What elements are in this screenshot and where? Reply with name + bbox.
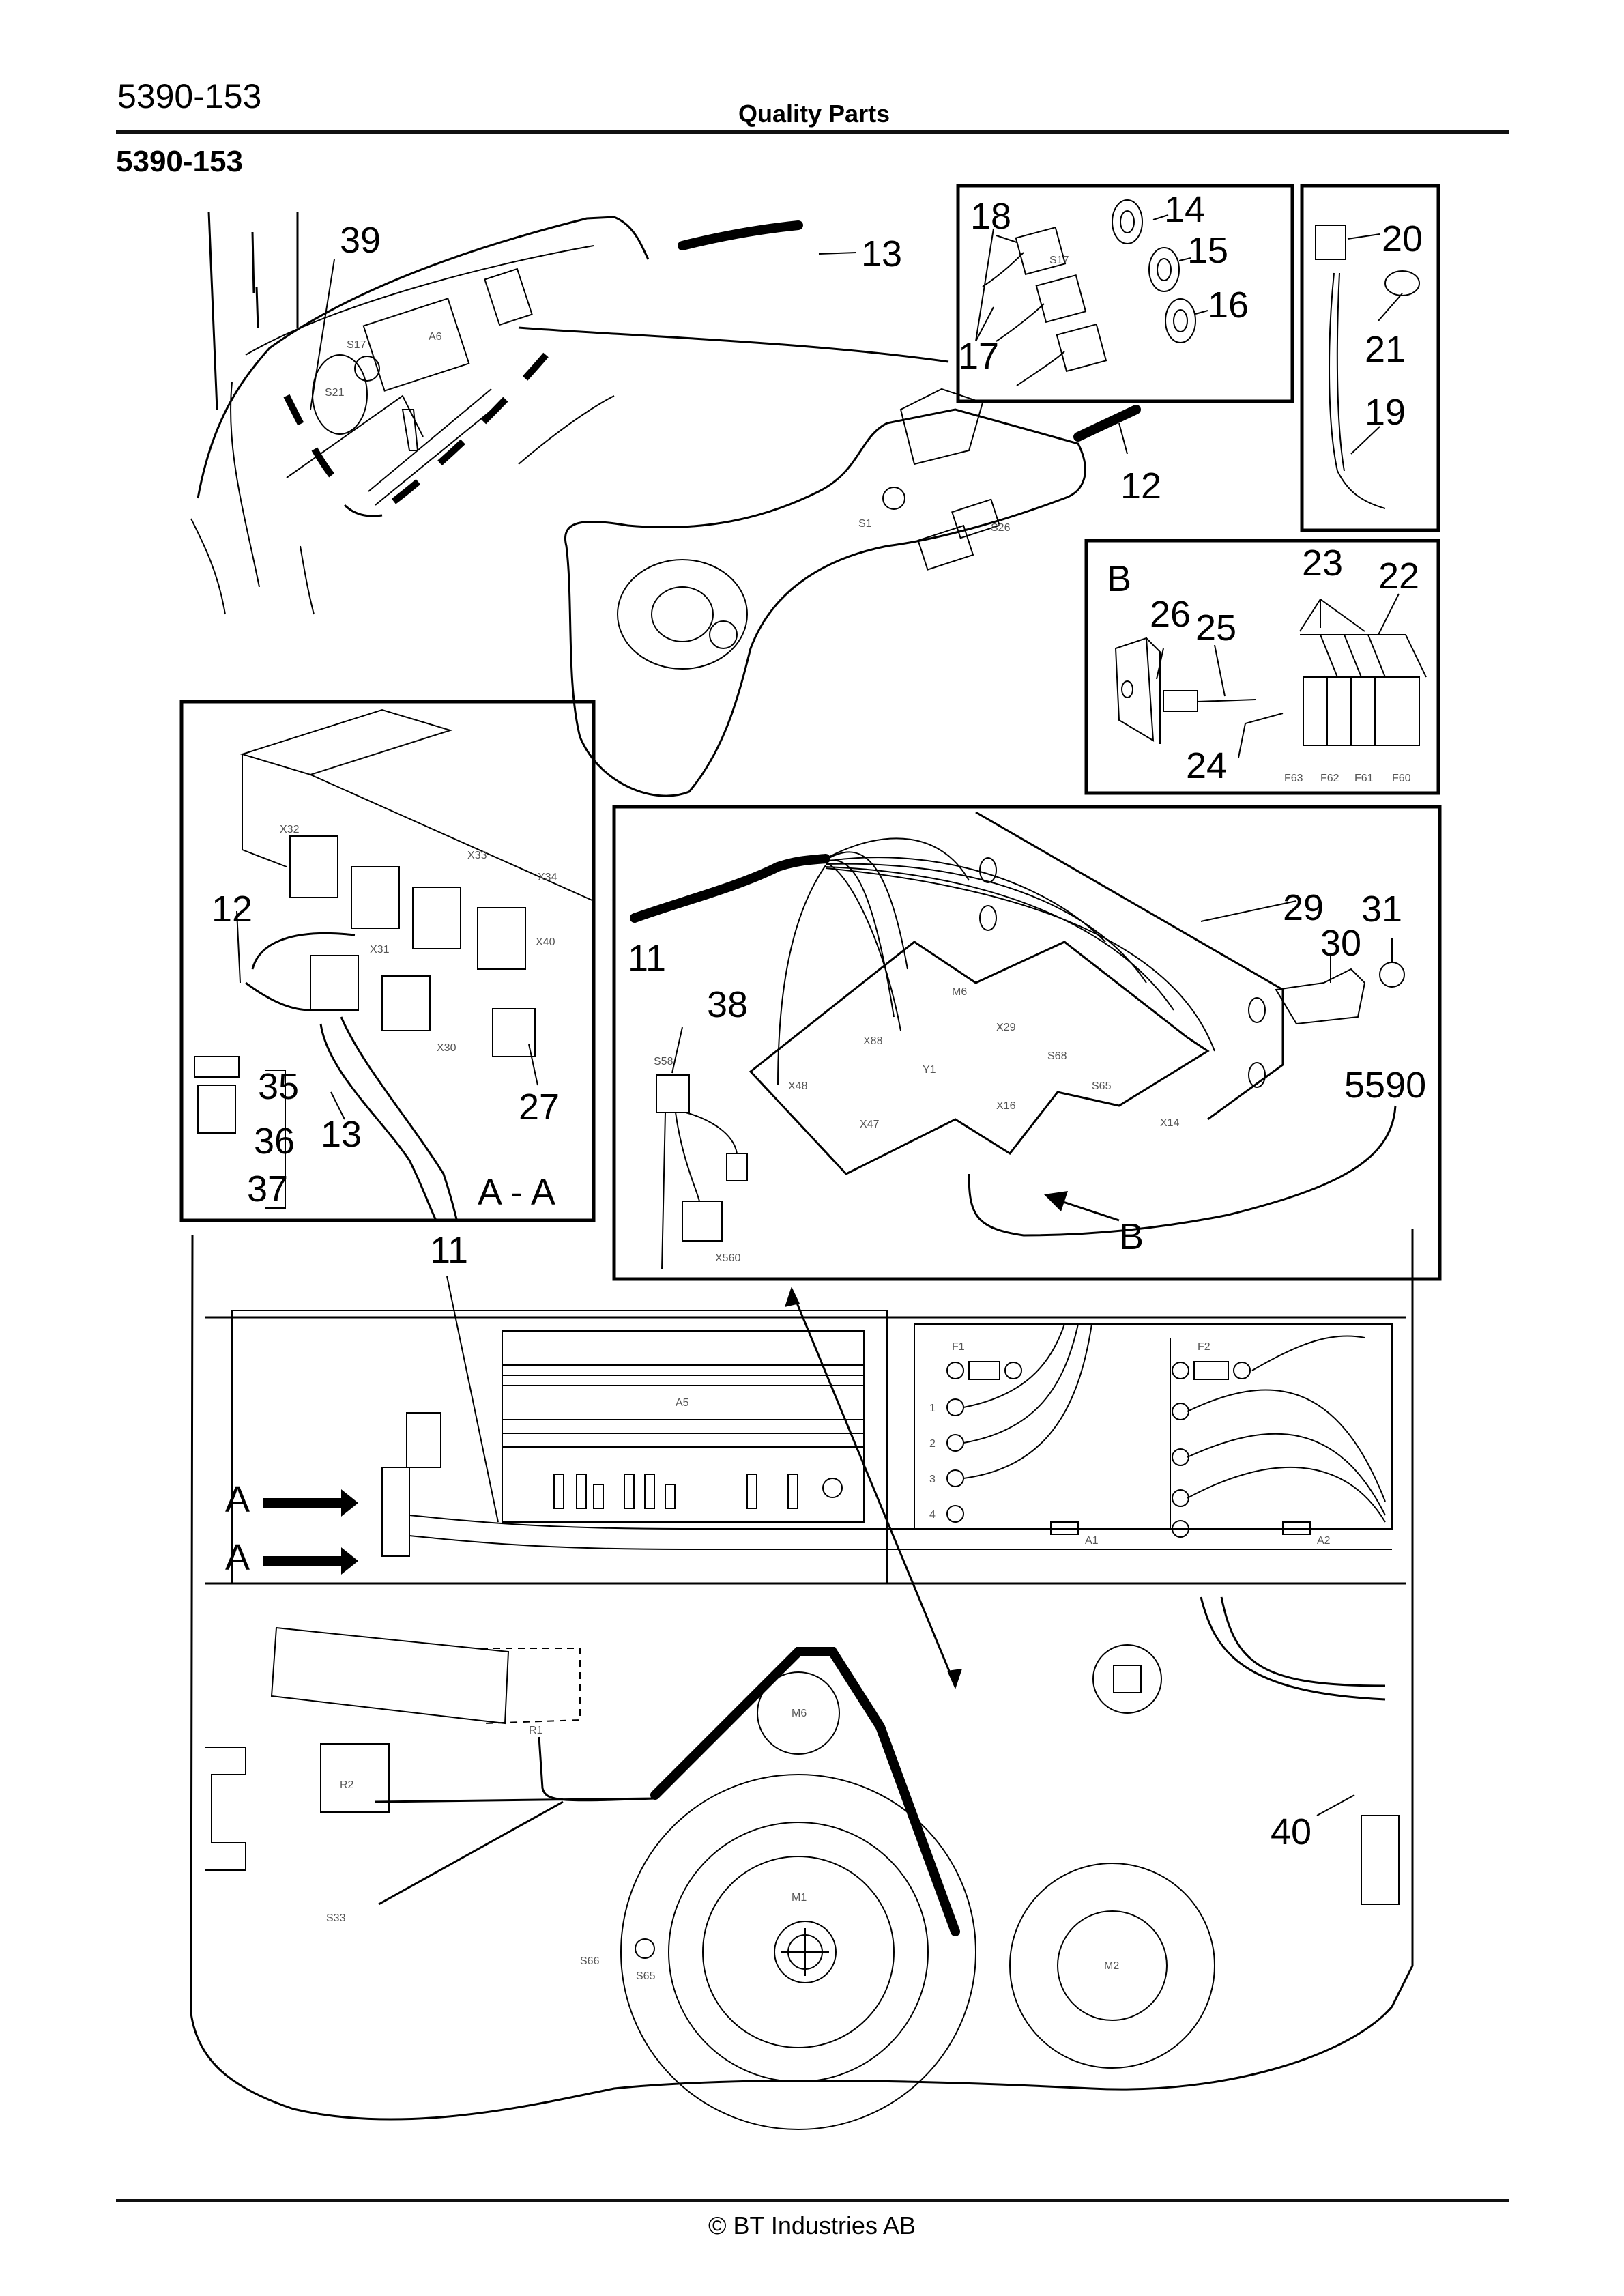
inset-switches: S17 18 14 15 16 17 bbox=[956, 184, 1294, 403]
inset-section-aa: X32 X33 X34 X31 X40 X30 12 35 36 37 13 2… bbox=[179, 700, 596, 1222]
label-m2: M2 bbox=[1104, 1960, 1119, 1972]
callout-22: 22 bbox=[1378, 556, 1419, 597]
inset-detail-b: B 23 22 26 25 24 F63 F62 F61 F60 bbox=[1084, 539, 1440, 795]
label-s65-lower: S65 bbox=[636, 1970, 656, 1982]
callout-21: 21 bbox=[1365, 329, 1406, 370]
callout-20: 20 bbox=[1382, 218, 1423, 259]
label-f63: F63 bbox=[1284, 773, 1303, 784]
callout-17: 17 bbox=[958, 336, 999, 377]
label-s68: S68 bbox=[1047, 1050, 1067, 1062]
label-f62: F62 bbox=[1320, 773, 1339, 784]
label-x33: X33 bbox=[467, 850, 487, 861]
callout-27: 27 bbox=[519, 1087, 560, 1128]
label-x40: X40 bbox=[536, 936, 555, 948]
label-x34: X34 bbox=[538, 872, 557, 883]
label-term-1: 1 bbox=[929, 1403, 936, 1414]
label-a6: A6 bbox=[429, 331, 442, 343]
label-term-3: 3 bbox=[929, 1474, 936, 1485]
label-x29: X29 bbox=[996, 1022, 1016, 1033]
label-f61: F61 bbox=[1354, 773, 1374, 784]
label-s26: S26 bbox=[991, 522, 1011, 534]
callout-24: 24 bbox=[1186, 745, 1227, 786]
label-x16: X16 bbox=[996, 1100, 1016, 1112]
label-x30: X30 bbox=[437, 1042, 456, 1054]
label-switch-s17: S17 bbox=[1049, 255, 1069, 266]
callout-23: 23 bbox=[1302, 543, 1343, 584]
label-a2: A2 bbox=[1317, 1535, 1331, 1547]
callout-5590: 5590 bbox=[1344, 1065, 1426, 1106]
label-s33: S33 bbox=[326, 1912, 346, 1924]
callout-30: 30 bbox=[1320, 923, 1361, 964]
label-term-2: 2 bbox=[929, 1438, 936, 1450]
label-term-4: 4 bbox=[929, 1509, 936, 1521]
callout-15: 15 bbox=[1187, 230, 1228, 271]
callout-26: 26 bbox=[1150, 594, 1191, 635]
document-code: 5390-153 bbox=[117, 77, 262, 115]
label-m1: M1 bbox=[792, 1892, 807, 1904]
header-divider bbox=[116, 130, 1509, 134]
label-f1: F1 bbox=[952, 1341, 965, 1353]
section-aa-label: A - A bbox=[478, 1172, 555, 1213]
label-x88: X88 bbox=[863, 1035, 883, 1047]
callout-11b: 11 bbox=[430, 1230, 468, 1271]
label-x560: X560 bbox=[715, 1252, 740, 1264]
control-handle-illustration: S1 S26 12 bbox=[564, 388, 1161, 797]
label-r1: R1 bbox=[529, 1725, 543, 1736]
label-s17: S17 bbox=[347, 339, 366, 351]
callout-14: 14 bbox=[1164, 189, 1205, 230]
label-r2: R2 bbox=[340, 1779, 354, 1791]
label-s1: S1 bbox=[858, 518, 872, 530]
main-truck-view: A5 A A 11 F1 F2 bbox=[190, 1229, 1414, 2130]
section-code: 5390-153 bbox=[116, 145, 243, 178]
inset-wiring-bracket: 11 M6 X29 X88 S68 Y1 X16 S65 X48 X47 X14… bbox=[612, 805, 1442, 1281]
callout-36: 36 bbox=[254, 1121, 295, 1162]
copyright-text: © BT Industries AB bbox=[708, 2211, 916, 2239]
label-a5: A5 bbox=[676, 1397, 689, 1409]
label-x48: X48 bbox=[788, 1080, 808, 1092]
callout-25: 25 bbox=[1195, 607, 1236, 648]
label-a1: A1 bbox=[1085, 1535, 1099, 1547]
label-s58: S58 bbox=[654, 1056, 673, 1067]
callout-29: 29 bbox=[1283, 887, 1324, 928]
label-y1: Y1 bbox=[923, 1064, 936, 1076]
callout-11a: 11 bbox=[628, 938, 666, 979]
label-s65: S65 bbox=[1092, 1080, 1112, 1092]
label-x14: X14 bbox=[1160, 1117, 1180, 1129]
arrow-b-label: B bbox=[1119, 1216, 1144, 1257]
callout-19: 19 bbox=[1365, 392, 1406, 433]
document-title: Quality Parts bbox=[738, 100, 890, 128]
label-m6-motor: M6 bbox=[792, 1708, 807, 1719]
label-x47: X47 bbox=[860, 1119, 880, 1130]
callout-39: 39 bbox=[340, 220, 381, 261]
callout-35: 35 bbox=[258, 1066, 299, 1107]
callout-38: 38 bbox=[707, 984, 748, 1025]
callout-13b: 13 bbox=[321, 1114, 362, 1155]
callout-40: 40 bbox=[1271, 1811, 1311, 1852]
label-s21: S21 bbox=[325, 387, 345, 399]
label-f60: F60 bbox=[1392, 773, 1411, 784]
label-x31: X31 bbox=[370, 944, 390, 956]
inset-cable-tie: 20 21 19 bbox=[1300, 184, 1440, 532]
callout-12a: 12 bbox=[1120, 465, 1161, 506]
callout-12b: 12 bbox=[212, 889, 252, 930]
label-s66: S66 bbox=[580, 1955, 600, 1967]
arrow-a2-label: A bbox=[225, 1537, 250, 1578]
callout-18: 18 bbox=[970, 196, 1011, 237]
label-f2: F2 bbox=[1198, 1341, 1210, 1353]
callout-16: 16 bbox=[1208, 285, 1249, 326]
callout-37: 37 bbox=[247, 1168, 288, 1209]
callout-13a: 13 bbox=[861, 233, 902, 274]
label-x32: X32 bbox=[280, 824, 300, 835]
arrow-a1-label: A bbox=[225, 1479, 250, 1520]
detail-b-label: B bbox=[1107, 558, 1131, 599]
footer-divider bbox=[116, 2199, 1509, 2202]
dashboard-illustration: A6 S21 S17 39 13 bbox=[190, 211, 949, 615]
callout-31: 31 bbox=[1361, 889, 1402, 930]
label-m6: M6 bbox=[952, 986, 967, 998]
